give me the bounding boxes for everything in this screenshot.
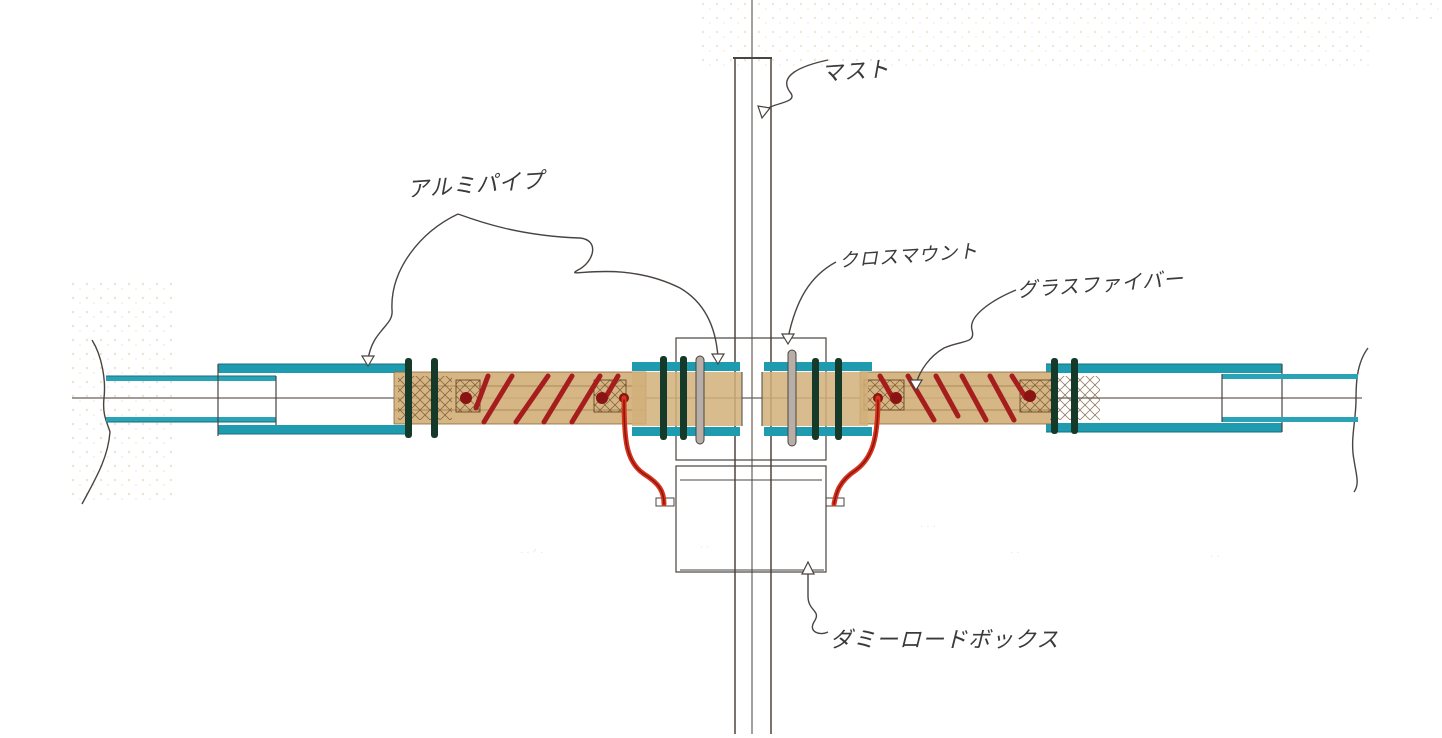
paper-stain — [72, 0, 1442, 500]
hose-clamps — [405, 358, 1078, 438]
svg-text:· · ᐟ ·: · · ᐟ · — [520, 548, 543, 559]
svg-text:· ·: · · — [1010, 548, 1020, 559]
right-fiberglass-rod — [859, 371, 1100, 425]
feed-wires — [621, 395, 881, 507]
right-aluminum-pipe — [1046, 363, 1358, 433]
label-dummy-load-box: ダミーロードボックス — [830, 628, 1060, 653]
cross-mount — [632, 337, 872, 461]
left-aluminum-pipe — [106, 363, 408, 436]
label-mast: マスト — [820, 57, 891, 88]
erased-pencil-marks: · · ᐟ · · · · · · · · · · — [520, 522, 1220, 563]
leader-lines — [360, 59, 1017, 635]
dummy-load-box — [655, 465, 845, 573]
svg-text:· ·: · · — [1210, 552, 1220, 563]
svg-text:· · ·: · · · — [920, 522, 936, 533]
svg-text:· ·: · · — [700, 543, 709, 553]
